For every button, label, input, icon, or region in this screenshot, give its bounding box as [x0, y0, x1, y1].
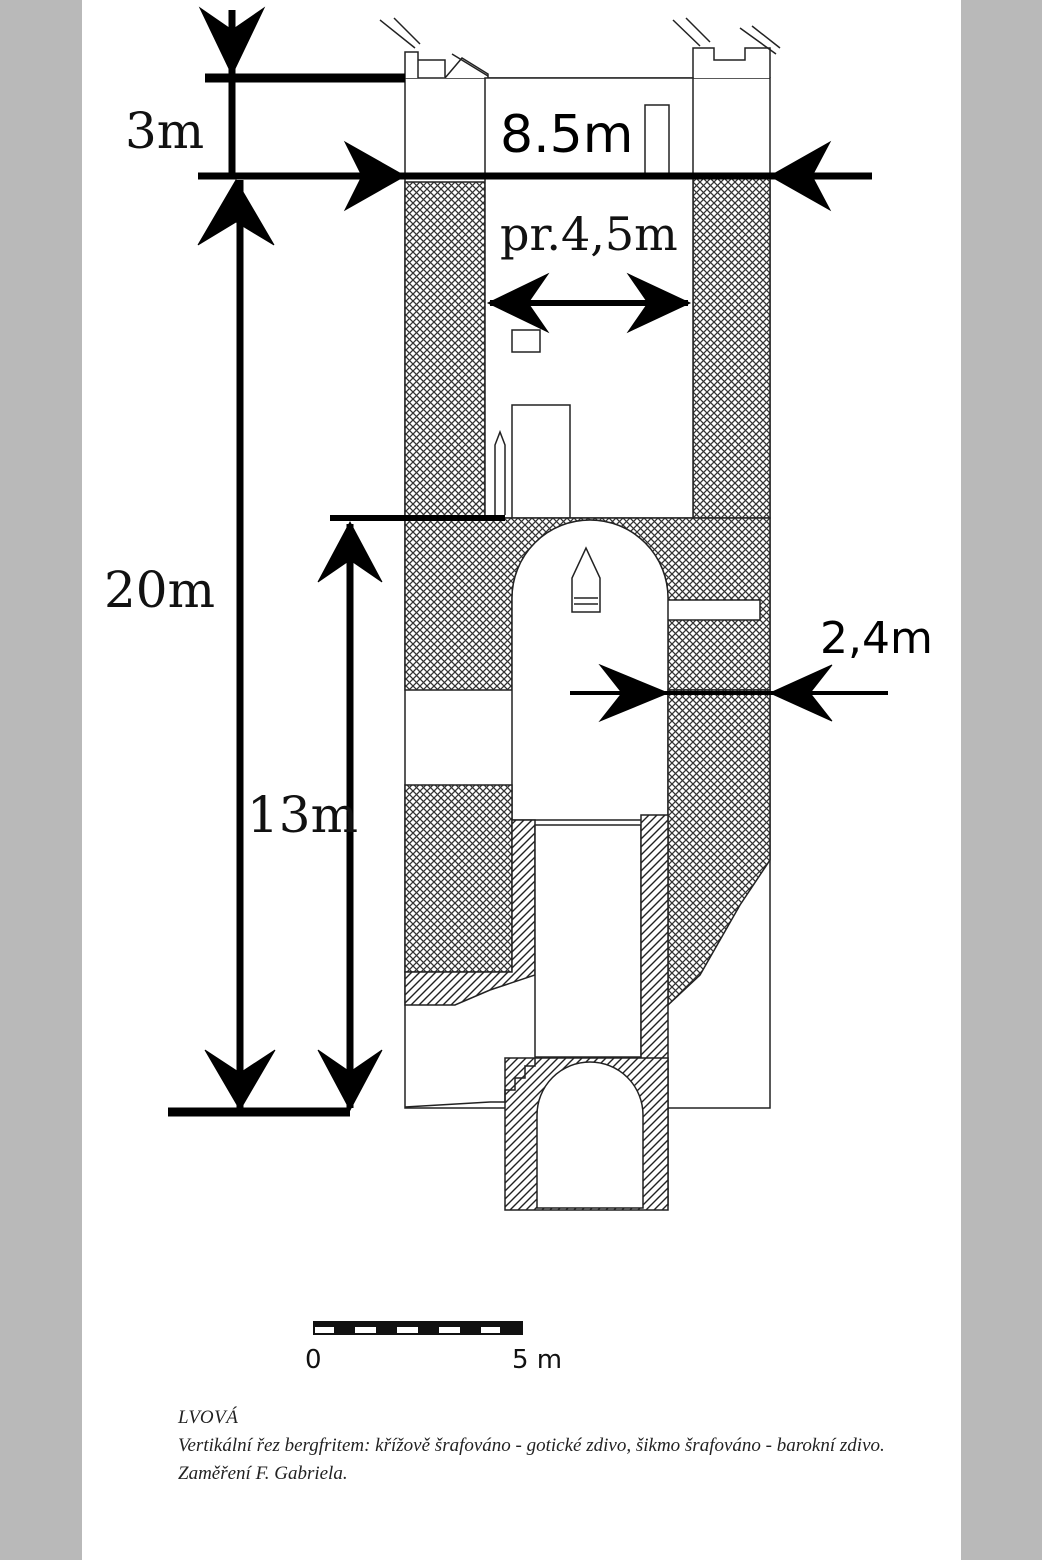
arrow-up-13m — [317, 520, 383, 583]
arrow-right-wall — [598, 663, 670, 723]
lower-vault — [536, 1061, 644, 1209]
scale-end-label: 5 m — [512, 1345, 562, 1375]
chamber-niche — [571, 546, 601, 613]
label-20m: 20m — [104, 561, 215, 619]
caption-site: LVOVÁ — [178, 1407, 239, 1428]
top-arrow-down — [198, 6, 266, 77]
tower-section — [379, 17, 781, 1211]
arrow-left-wall — [768, 664, 833, 722]
label-inner-width: pr.4,5m — [500, 207, 678, 261]
arrow-right-inner — [626, 272, 692, 334]
label-13m: 13m — [247, 786, 358, 844]
arrow-down-13m — [317, 1049, 383, 1112]
label-2-4m: 2,4m — [820, 613, 933, 664]
arrow-left-outer — [768, 140, 832, 212]
shaft — [534, 824, 642, 1058]
scale-bar: 0 5 m — [305, 1321, 562, 1375]
scale-start-label: 0 — [305, 1345, 322, 1375]
dimension-lines — [168, 6, 888, 1117]
arched-chamber — [511, 519, 669, 821]
upper-left-wall — [404, 181, 486, 518]
upper-right-wall — [692, 177, 771, 519]
arrow-up-20m — [197, 179, 275, 246]
battlements — [379, 17, 781, 79]
figure-caption: LVOVÁ Vertikální řez bergfritem: křížově… — [178, 1404, 948, 1488]
upper-window — [644, 104, 670, 178]
small-window — [511, 329, 541, 353]
label-8-5m: 8.5m — [500, 105, 633, 165]
upper-door — [511, 404, 571, 519]
lower-left-wall — [404, 784, 513, 973]
arrow-left-inner — [486, 272, 550, 334]
caption-text: Vertikální řez bergfritem: křížově šrafo… — [178, 1435, 885, 1484]
arrow-right-outer — [343, 140, 407, 212]
label-3m: 3m — [125, 102, 204, 160]
arrow-down-20m — [204, 1049, 276, 1111]
candle-niche — [494, 429, 506, 515]
